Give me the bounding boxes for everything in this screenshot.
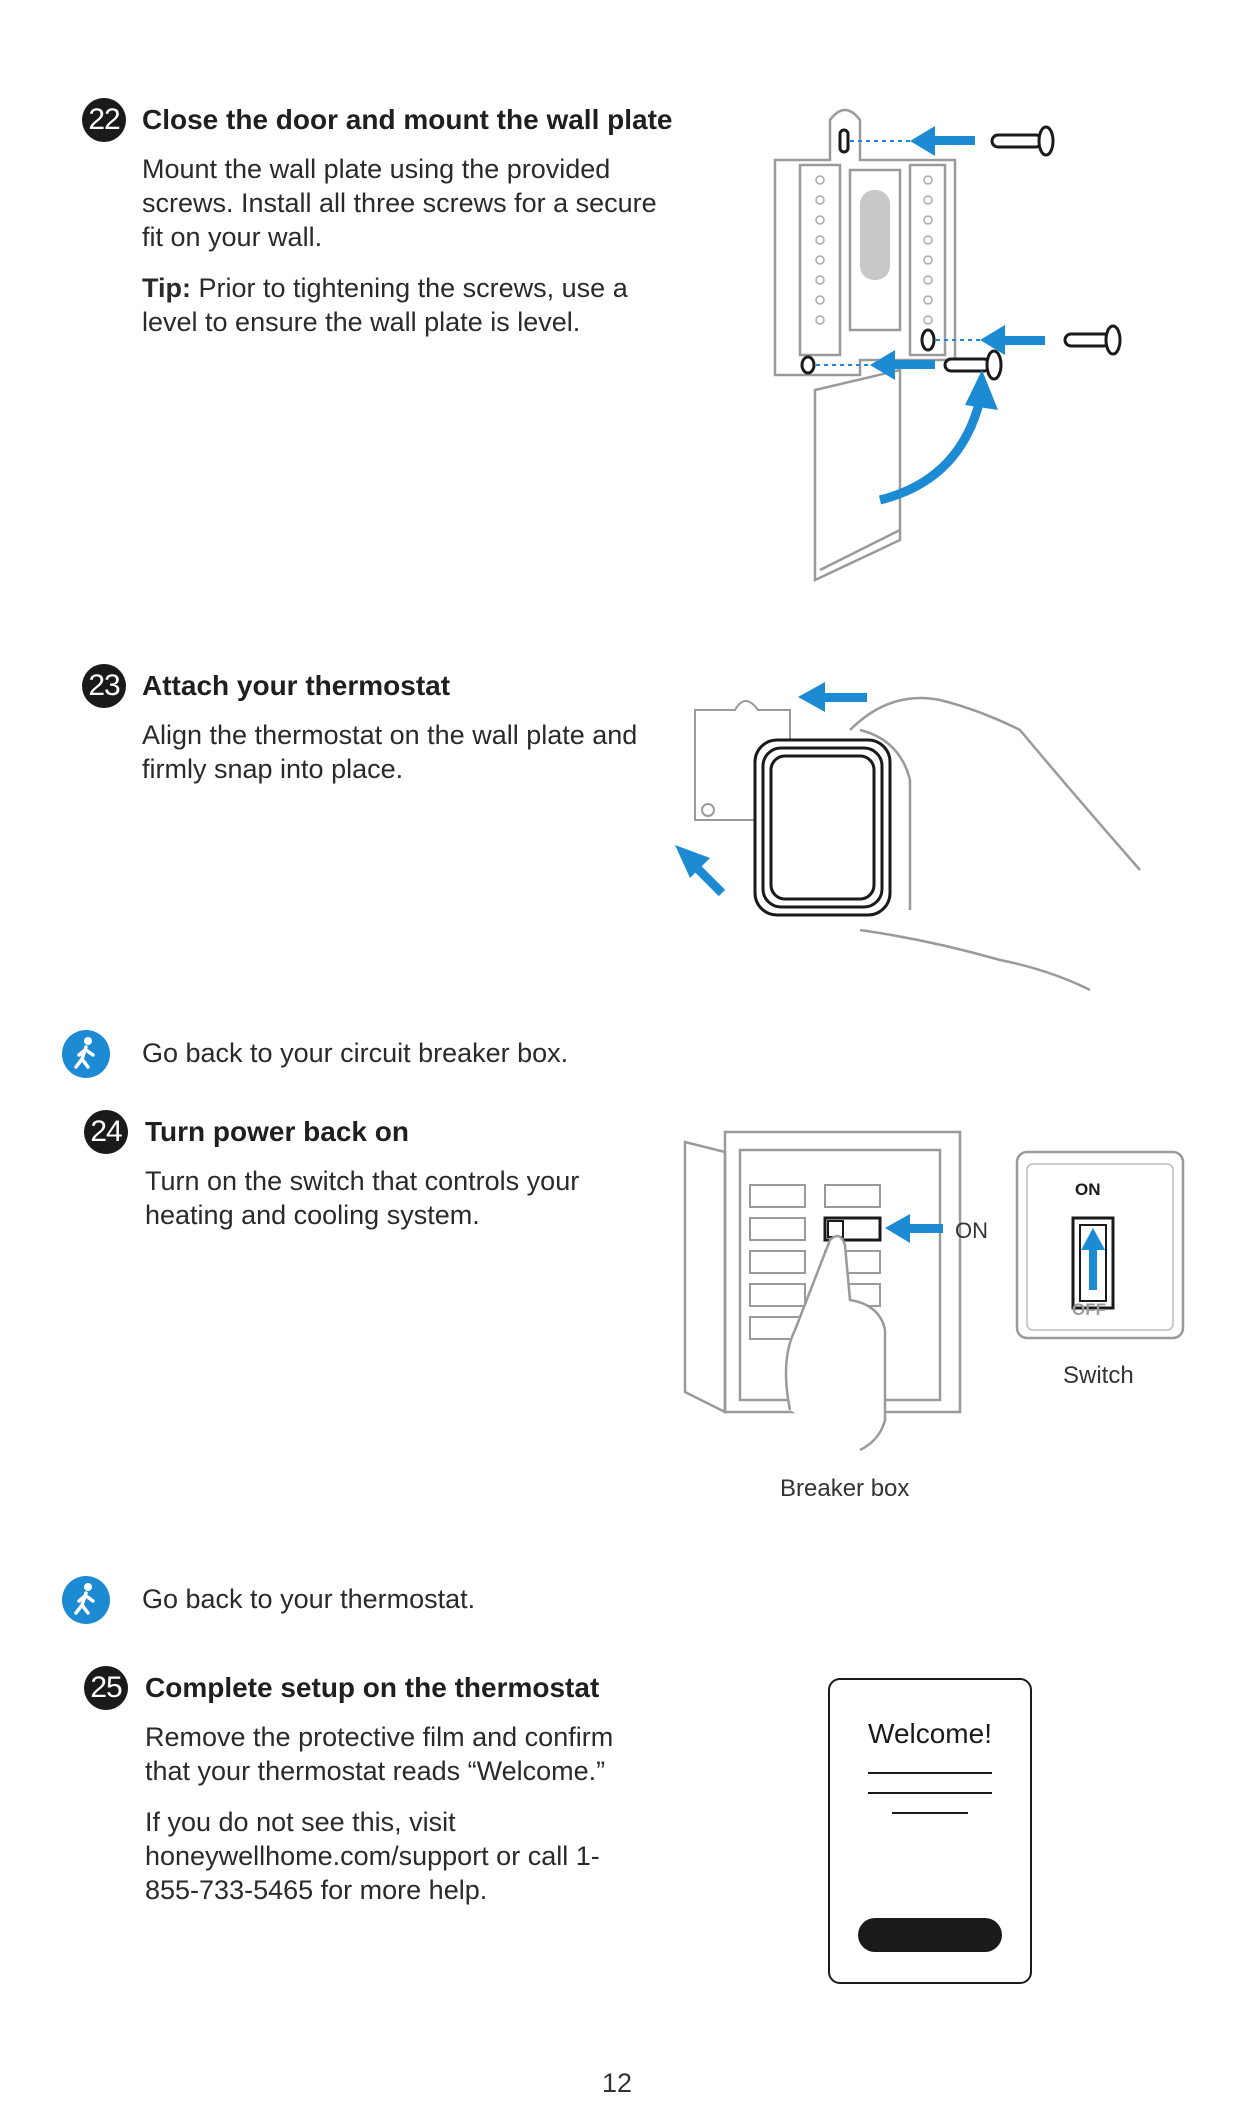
switch-illustration <box>1015 1150 1185 1340</box>
step-22-tip: Tip: Prior to tightening the screws, use… <box>142 271 682 339</box>
step-number-23: 23 <box>82 664 126 708</box>
step-title-25: Complete setup on the thermostat <box>145 1672 600 1703</box>
step-title-22: Close the door and mount the wall plate <box>142 104 673 135</box>
screen-line <box>868 1792 992 1794</box>
step-title-24: Turn power back on <box>145 1116 409 1147</box>
breaker-box-caption: Breaker box <box>780 1475 910 1502</box>
switch-caption: Switch <box>1063 1362 1134 1389</box>
step-number-24: 24 <box>84 1110 128 1154</box>
breaker-box-illustration <box>683 1130 962 1452</box>
notice-go-to-thermostat: Go back to your thermostat. <box>142 1584 476 1614</box>
page-number: 12 <box>602 2068 633 2098</box>
tip-text: Prior to tightening the screws, use a le… <box>142 273 628 337</box>
wall-plate-mounting-illustration <box>773 108 1122 582</box>
step-25-help: If you do not see this, visit honeywellh… <box>145 1807 600 1905</box>
switch-on-label: ON <box>1075 1180 1101 1199</box>
step-22-instructions: Mount the wall plate using the provided … <box>142 154 657 252</box>
step-number-25: 25 <box>84 1666 128 1710</box>
screen-line <box>868 1772 992 1774</box>
switch-off-label: OFF <box>1072 1300 1106 1319</box>
step-25-instructions: Remove the protective film and confirm t… <box>145 1722 614 1786</box>
walking-person-icon <box>62 1030 110 1078</box>
step-24-instructions: Turn on the switch that controls your he… <box>145 1166 580 1230</box>
step-number-22: 22 <box>82 98 126 142</box>
on-label: ON <box>955 1218 988 1243</box>
thermostat-screen: Welcome! <box>828 1678 1032 1984</box>
tip-label: Tip: <box>142 273 191 303</box>
walking-person-icon <box>62 1576 110 1624</box>
step-23-instructions: Align the thermostat on the wall plate a… <box>142 720 638 784</box>
screen-line <box>892 1812 968 1814</box>
step-title-23: Attach your thermostat <box>142 670 451 701</box>
welcome-message: Welcome! <box>868 1718 992 1749</box>
notice-go-to-breaker-box: Go back to your circuit breaker box. <box>142 1038 569 1068</box>
screen-button[interactable] <box>858 1918 1002 1952</box>
attach-thermostat-illustration <box>675 682 1141 992</box>
